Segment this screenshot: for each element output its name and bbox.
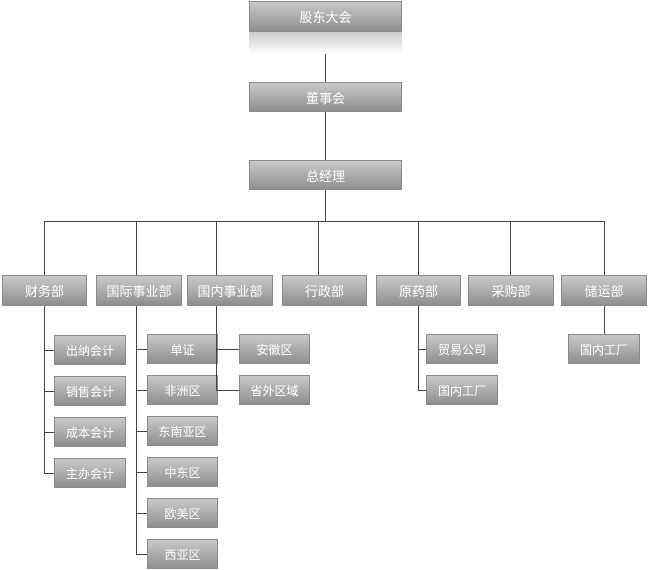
connector-branch (216, 349, 239, 350)
connector-branch (136, 513, 147, 514)
sub-unit-node: 西亚区 (147, 539, 218, 569)
department-node: 国内事业部 (187, 275, 273, 306)
department-node: 财务部 (2, 275, 87, 306)
connector-drop (418, 221, 419, 275)
connector (325, 54, 326, 82)
sub-unit-node: 欧美区 (147, 498, 218, 528)
connector-branch (418, 390, 426, 391)
connector-branch (418, 349, 426, 350)
node-shareholders-meeting: 股东大会 (249, 1, 402, 32)
connector-drop (510, 221, 511, 275)
connector-branch (136, 554, 147, 555)
connector-drop (318, 221, 319, 275)
sub-unit-node: 安徽区 (239, 334, 310, 364)
node-general-manager: 总经理 (249, 160, 402, 190)
sub-unit-node: 国内工厂 (426, 375, 498, 405)
connector-branch (136, 349, 147, 350)
connector-branch (44, 432, 54, 433)
connector (325, 190, 326, 221)
connector-spine (136, 306, 137, 554)
connector-drop (136, 221, 137, 275)
sub-unit-node: 中东区 (147, 457, 218, 487)
connector-branch (136, 472, 147, 473)
connector-spine (418, 306, 419, 390)
node-board: 董事会 (249, 82, 402, 112)
sub-unit-node: 国内工厂 (568, 334, 640, 364)
sub-unit-node: 贸易公司 (426, 334, 498, 364)
connector-spine (44, 306, 45, 473)
connector-branch (44, 473, 54, 474)
connector-branch (44, 391, 54, 392)
sub-unit-node: 单证 (147, 334, 218, 364)
connector-spine (216, 306, 217, 390)
connector-branch (216, 390, 239, 391)
department-node: 原药部 (376, 275, 461, 306)
sub-unit-node: 非洲区 (147, 375, 218, 405)
connector-horizontal (44, 221, 604, 222)
sub-unit-node: 省外区域 (239, 375, 310, 405)
connector-child (604, 306, 605, 334)
sub-unit-node: 东南亚区 (147, 416, 218, 446)
sub-unit-node: 出纳会计 (54, 335, 126, 365)
department-node: 采购部 (468, 275, 554, 306)
department-node: 国际事业部 (96, 275, 182, 306)
sub-unit-node: 成本会计 (54, 417, 126, 447)
connector (325, 112, 326, 160)
department-node: 行政部 (282, 275, 367, 306)
connector-branch (136, 431, 147, 432)
department-node: 储运部 (561, 275, 647, 306)
sub-unit-node: 销售会计 (54, 376, 126, 406)
connector-branch (136, 390, 147, 391)
sub-unit-node: 主办会计 (54, 458, 126, 488)
connector-branch (44, 350, 54, 351)
connector-drop (44, 221, 45, 275)
connector-drop (604, 221, 605, 275)
connector-drop (216, 221, 217, 275)
node-reflection (249, 32, 402, 54)
